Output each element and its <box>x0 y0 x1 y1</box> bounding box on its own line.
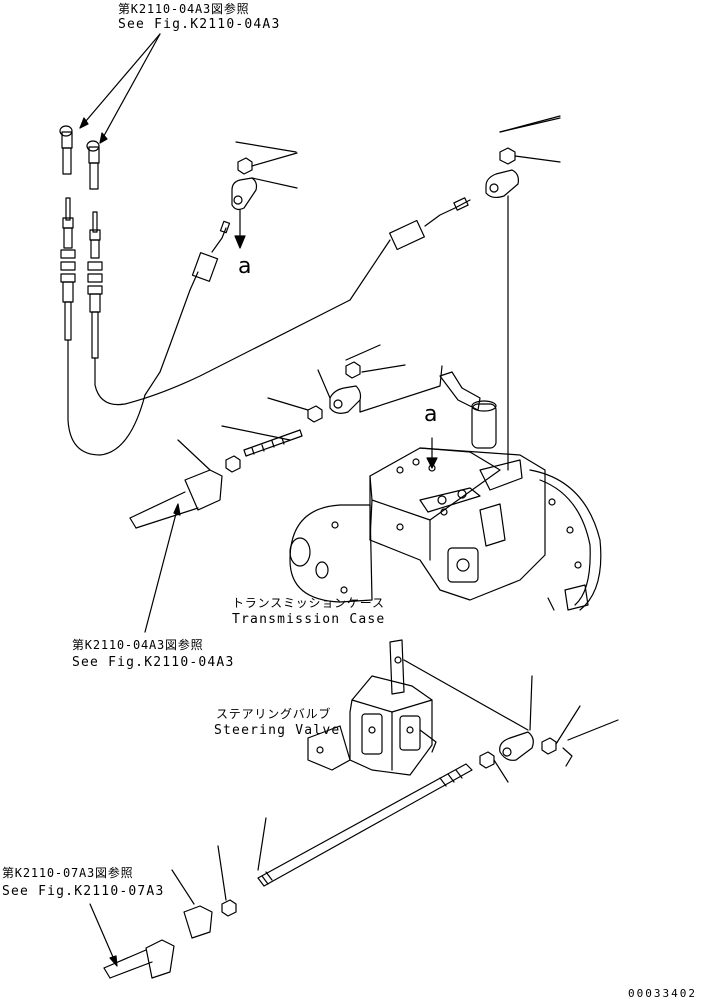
callout-slashes <box>236 116 560 152</box>
lower-clevis <box>480 676 618 782</box>
ref-bottom-jp: 第K2110-07A3図参照 <box>2 866 134 880</box>
ref-mid-en: See Fig.K2110-04A3 <box>72 655 235 670</box>
control-cables <box>68 300 350 455</box>
lower-fittings <box>104 846 236 978</box>
middle-linkage <box>130 345 442 528</box>
lower-rod <box>258 764 472 886</box>
ref-mid-jp: 第K2110-04A3図参照 <box>72 638 204 652</box>
ref-top-jp: 第K2110-04A3図参照 <box>118 2 250 16</box>
upper-cable-a <box>160 221 230 372</box>
ref-bottom-en: See Fig.K2110-07A3 <box>2 884 165 899</box>
upper-cable-right <box>350 198 470 300</box>
steering-valve-label-en: Steering Valve <box>214 723 341 738</box>
steering-valve <box>308 640 528 775</box>
view-marker-a-upper: a <box>238 254 252 279</box>
bottom-reference-leader <box>90 904 117 966</box>
transmission-case-label-jp: トランスミッションケース <box>232 596 385 610</box>
ref-top-en: See Fig.K2110-04A3 <box>118 17 281 32</box>
view-marker-a-lower: a <box>424 402 438 427</box>
mid-reference-leader <box>145 504 180 632</box>
document-number: 00033402 <box>628 987 697 1000</box>
cable-end-left-2 <box>87 141 102 358</box>
cable-end-left-1 <box>60 126 75 340</box>
shift-lever <box>427 372 496 468</box>
transmission-case <box>290 448 601 610</box>
steering-valve-label-jp: ステアリングバルブ <box>216 707 332 721</box>
transmission-case-label-en: Transmission Case <box>232 612 386 627</box>
clevis-top-right <box>486 118 560 470</box>
clevis-top-middle <box>232 153 297 248</box>
top-reference-leaders <box>80 34 160 143</box>
